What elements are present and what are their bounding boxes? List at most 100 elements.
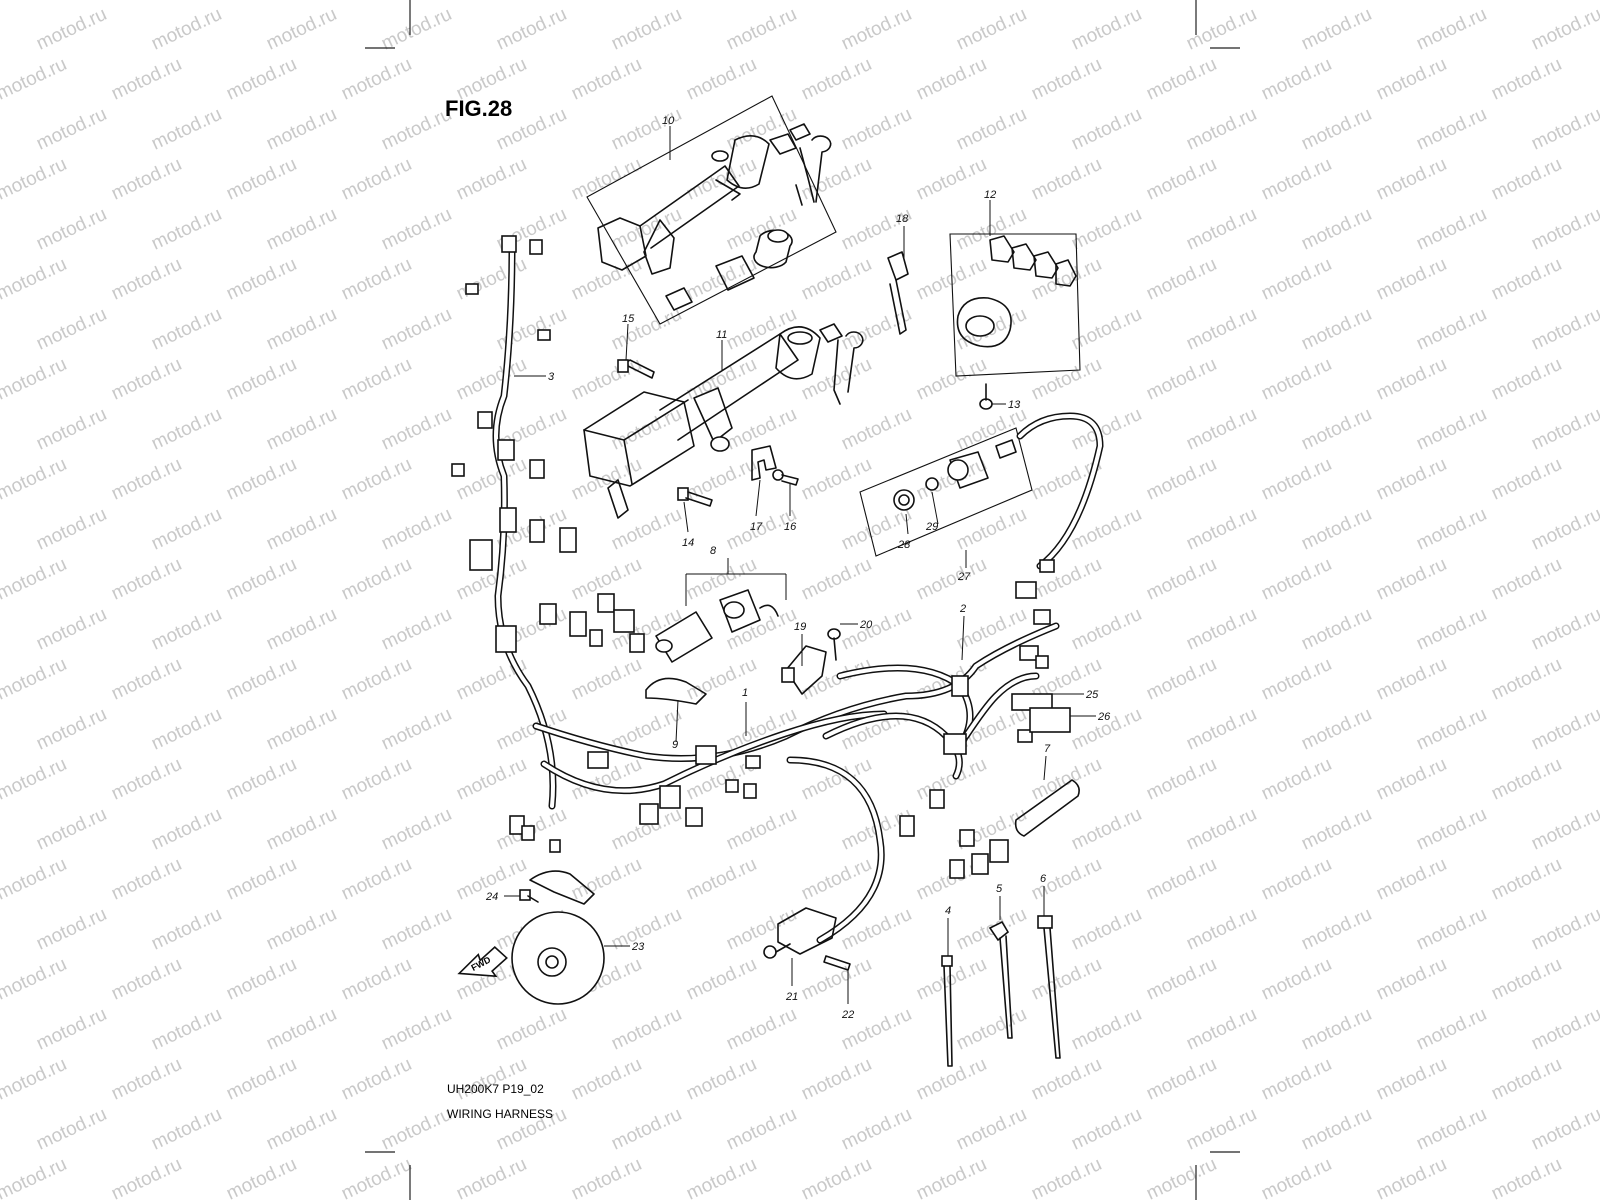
watermark-text: motod.ru [1413, 604, 1490, 655]
watermark-text: motod.ru [1373, 54, 1450, 105]
watermark-text: motod.ru [723, 1004, 800, 1055]
watermark-text: motod.ru [1258, 154, 1335, 205]
watermark-text: motod.ru [453, 1054, 530, 1105]
watermark-text: motod.ru [223, 54, 300, 105]
watermark-text: motod.ru [1488, 1054, 1565, 1105]
watermark-text: motod.ru [1183, 704, 1260, 755]
watermark-text: motod.ru [223, 354, 300, 405]
screw-13 [979, 383, 993, 410]
watermark-text: motod.ru [608, 404, 685, 455]
watermark-text: motod.ru [953, 104, 1030, 155]
watermark-text: motod.ru [263, 404, 340, 455]
watermark-text: motod.ru [33, 804, 110, 855]
watermark-text: motod.ru [108, 0, 185, 5]
watermark-text: motod.ru [723, 104, 800, 155]
watermark-text: motod.ru [1028, 754, 1105, 805]
callout-29: 29 [925, 521, 938, 533]
watermark-text: motod.ru [338, 554, 415, 605]
watermark-text: motod.ru [838, 404, 915, 455]
watermark-text: motod.ru [1488, 454, 1565, 505]
watermark-text: motod.ru [1528, 1104, 1600, 1155]
watermark-text: motod.ru [1143, 254, 1220, 305]
watermark-text: motod.ru [33, 504, 110, 555]
watermark-text: motod.ru [568, 1054, 645, 1105]
watermark-text: motod.ru [1528, 104, 1600, 155]
watermark-text: motod.ru [0, 354, 70, 405]
footer-name: WIRING HARNESS [447, 1107, 553, 1121]
watermark-text: motod.ru [1298, 4, 1375, 55]
watermark-text: motod.ru [33, 604, 110, 655]
watermark-text: motod.ru [1528, 704, 1600, 755]
watermark-text: motod.ru [1528, 304, 1600, 355]
watermark-text: motod.ru [108, 1054, 185, 1105]
callout-9: 9 [672, 739, 678, 751]
watermark-text: motod.ru [608, 904, 685, 955]
callout-26: 26 [1097, 711, 1111, 723]
watermark-text: motod.ru [1298, 104, 1375, 155]
watermark-text: motod.ru [683, 454, 760, 505]
watermark-text: motod.ru [1258, 254, 1335, 305]
callout-3: 3 [548, 371, 555, 383]
watermark-text: motod.ru [1528, 504, 1600, 555]
watermark-text: motod.ru [1373, 954, 1450, 1005]
watermark-text: motod.ru [683, 954, 760, 1005]
watermark-text: motod.ru [838, 604, 915, 655]
watermark-text: motod.ru [1068, 404, 1145, 455]
callout-18: 18 [896, 213, 909, 225]
watermark-text: motod.ru [608, 504, 685, 555]
watermark-text: motod.ru [338, 854, 415, 905]
footer-code: UH200K7 P19_02 [447, 1082, 544, 1096]
watermark-text: motod.ru [608, 104, 685, 155]
watermark-text: motod.ru [148, 1004, 225, 1055]
watermark-text: motod.ru [0, 854, 70, 905]
watermark-text: motod.ru [338, 1154, 415, 1200]
watermark-text: motod.ru [913, 554, 990, 605]
watermark-text: motod.ru [33, 1104, 110, 1155]
watermark-text: motod.ru [148, 404, 225, 455]
watermark-text: motod.ru [0, 554, 70, 605]
callout-21: 21 [785, 991, 798, 1003]
watermark-text: motod.ru [723, 4, 800, 55]
callout-6: 6 [1040, 873, 1047, 885]
watermark-text: motod.ru [108, 554, 185, 605]
watermark-text: motod.ru [453, 154, 530, 205]
watermark-text: motod.ru [263, 1104, 340, 1155]
watermark-text: motod.ru [1488, 54, 1565, 105]
watermark-text: motod.ru [108, 1154, 185, 1200]
watermark-text: motod.ru [0, 754, 70, 805]
watermark-text: motod.ru [913, 354, 990, 405]
watermark-text: motod.ru [1258, 1054, 1335, 1105]
watermark-text: motod.ru [263, 804, 340, 855]
watermark-text: motod.ru [108, 654, 185, 705]
watermark-text: motod.ru [148, 904, 225, 955]
watermark-text: motod.ru [913, 154, 990, 205]
watermark-text: motod.ru [1488, 654, 1565, 705]
watermark-text: motod.ru [1413, 904, 1490, 955]
watermark-text: motod.ru [608, 4, 685, 55]
watermark-text: motod.ru [683, 554, 760, 605]
watermark-text: motod.ru [1488, 854, 1565, 905]
watermark-text: motod.ru [798, 954, 875, 1005]
bolt-15 [617, 359, 655, 379]
watermark-text: motod.ru [493, 704, 570, 755]
callout-15: 15 [622, 313, 635, 325]
watermark-text: motod.ru [0, 154, 70, 205]
watermark-text: motod.ru [723, 1104, 800, 1155]
watermark-text: motod.ru [1373, 454, 1450, 505]
watermark-text: motod.ru [1258, 54, 1335, 105]
watermark-text: motod.ru [263, 1004, 340, 1055]
watermark-text: motod.ru [1183, 604, 1260, 655]
watermark-text: motod.ru [1068, 904, 1145, 955]
callout-23: 23 [631, 941, 645, 953]
watermark-text: motod.ru [453, 354, 530, 405]
watermark-text: motod.ru [0, 954, 70, 1005]
watermark-text: motod.ru [0, 1054, 70, 1105]
watermark-text: motod.ru [1488, 754, 1565, 805]
watermark-text: motod.ru [838, 1104, 915, 1155]
watermark-text: motod.ru [838, 104, 915, 155]
watermark-text: motod.ru [378, 4, 455, 55]
watermark-text: motod.ru [1528, 1004, 1600, 1055]
watermark-text: motod.ru [723, 404, 800, 455]
watermark-text: motod.ru [33, 104, 110, 155]
watermark-text: motod.ru [1528, 804, 1600, 855]
